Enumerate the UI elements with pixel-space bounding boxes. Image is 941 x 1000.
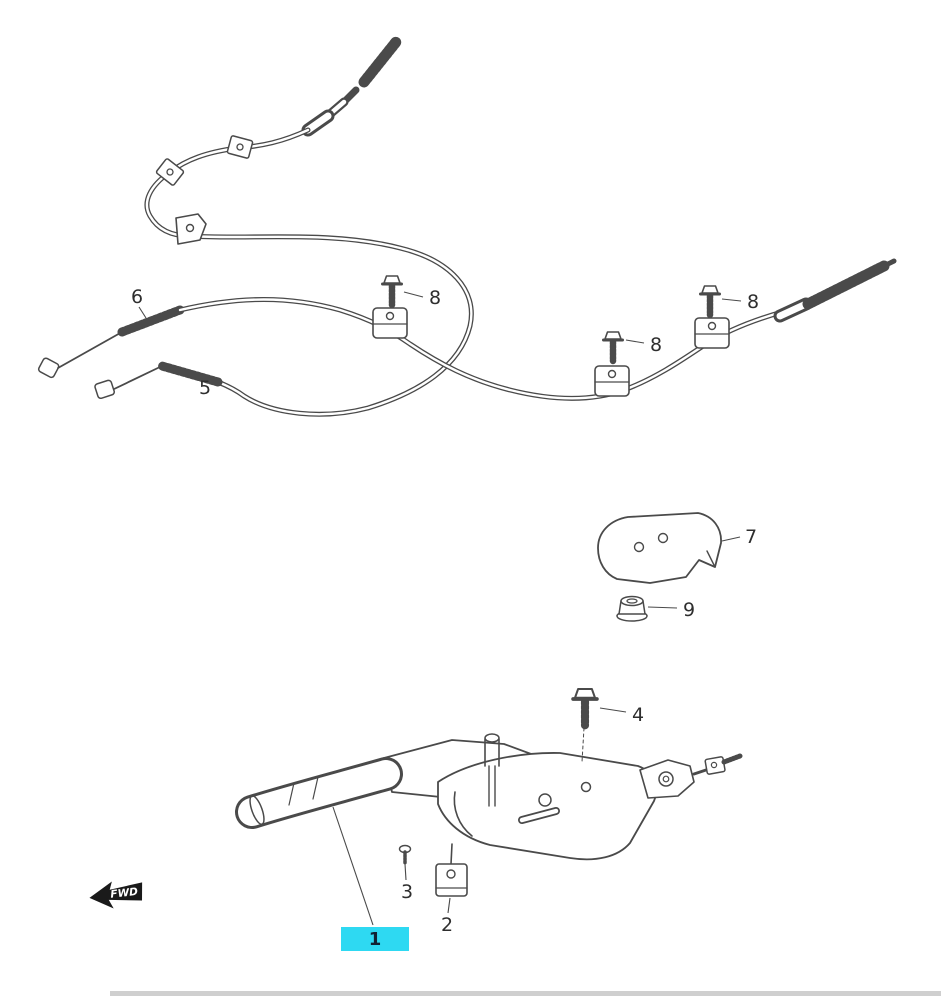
- screw-3-icon: [397, 843, 413, 865]
- bolt-4-alignment-line: [581, 727, 585, 763]
- leader-line-6: [138, 306, 147, 319]
- page-bottom-edge: [110, 991, 941, 996]
- bolt-8-mid-icon: [604, 332, 623, 361]
- callout-5: 5: [199, 377, 211, 399]
- leader-line-5: [197, 371, 205, 378]
- bolt-8-right-icon: [701, 286, 720, 315]
- clamp-link-line: [450, 843, 453, 865]
- cable-mount-tab-1: [226, 134, 254, 160]
- parking-brake-lever-assembly: [235, 689, 743, 897]
- callout-1[interactable]: 1: [369, 929, 382, 950]
- cable-end-rod-part6: [57, 331, 123, 369]
- cable-joint: [342, 86, 360, 104]
- cable-b-outer: [177, 297, 785, 401]
- callout-3: 3: [401, 881, 413, 903]
- clamp-2-hole: [446, 869, 456, 879]
- plate-outline: [597, 512, 722, 584]
- leader-line-4: [599, 707, 627, 713]
- cable-threaded-tip: [881, 258, 897, 269]
- callout-1-highlight-box[interactable]: [341, 927, 409, 951]
- callout-8-left: 8: [429, 287, 441, 309]
- cable-adjuster-sleeve-inner: [304, 112, 332, 134]
- cable-clamp-mid: [594, 365, 630, 397]
- rear-brake-cable-assembly: [37, 36, 897, 417]
- cable-spring-part5: [157, 361, 223, 387]
- base-plate-slot-inner: [519, 808, 559, 823]
- grip-texture-1: [288, 782, 295, 806]
- cable-sleeve-right-inner: [776, 300, 810, 320]
- fwd-label: FWD: [110, 886, 139, 901]
- clamp-2-body: [435, 863, 468, 897]
- callout-9: 9: [683, 599, 695, 621]
- cable-clevis-hole: [710, 761, 718, 769]
- plate-fold-line: [706, 550, 716, 568]
- bolt-8-left-icon: [383, 276, 402, 305]
- callout-7: 7: [745, 526, 757, 548]
- leader-line-8-right: [721, 298, 742, 302]
- leader-line-2: [447, 897, 451, 914]
- callout-1-highlight[interactable]: 1: [341, 927, 409, 951]
- cable-stub: [721, 753, 743, 765]
- leader-line-3: [404, 863, 407, 881]
- cable-spring-part6: [117, 305, 185, 337]
- callout-8-mid: 8: [650, 334, 662, 356]
- flange-nut-part9: [616, 595, 648, 622]
- leader-line-9: [647, 606, 678, 609]
- cable-end-cap-part5: [94, 379, 116, 400]
- equalizer-pivot-hole: [662, 775, 670, 783]
- callout-2: 2: [441, 914, 453, 936]
- base-plate-hole-2: [580, 781, 592, 793]
- release-button: [484, 733, 500, 743]
- rear-cable-no1: [37, 258, 897, 401]
- callout-8-right: 8: [747, 291, 759, 313]
- bolt-4-icon: [573, 689, 597, 725]
- cable-end-cap-part6: [37, 357, 60, 379]
- protector-plate-part7: [597, 512, 722, 584]
- cable-guide-clamp-part2: [435, 863, 468, 897]
- fwd-direction-marker: FWD: [89, 881, 143, 909]
- leader-line-1: [332, 806, 374, 926]
- grip-end-cap: [249, 795, 265, 825]
- cable-clamp-right: [694, 317, 730, 349]
- nut-hole: [626, 598, 638, 604]
- fwd-arrow-icon: [89, 881, 143, 909]
- cable-threaded-end-top: [358, 36, 402, 88]
- callout-6: 6: [131, 286, 143, 308]
- cable-a-inner: [145, 128, 473, 416]
- leader-lines: [138, 291, 742, 926]
- cable-clamp-left: [372, 307, 408, 339]
- rear-cable-no2: [94, 36, 474, 417]
- callout-4: 4: [632, 704, 644, 726]
- plate-hole-2: [657, 532, 669, 544]
- cable-end-rod-part5: [111, 365, 163, 391]
- cable-hook-bracket-hole: [185, 223, 195, 233]
- leader-line-8-mid: [625, 339, 645, 344]
- leader-line-8-left: [403, 291, 424, 298]
- grip-texture-2: [312, 776, 319, 800]
- plate-hole-1: [633, 541, 645, 553]
- lever-grip-inner: [238, 760, 400, 826]
- leader-line-7: [721, 536, 741, 542]
- ratchet-sector-arc: [453, 791, 473, 837]
- base-plate-hole-1: [538, 793, 552, 807]
- cable-threaded-end-right: [802, 260, 890, 310]
